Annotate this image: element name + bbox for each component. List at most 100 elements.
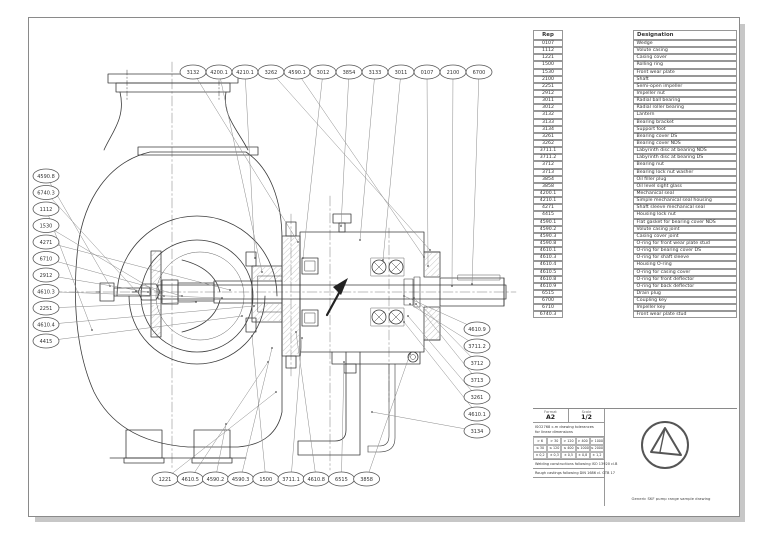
callout-4610.9: 4610.9 xyxy=(463,321,491,337)
svg-text:4200.1: 4200.1 xyxy=(210,70,228,76)
table-gap-column xyxy=(563,118,633,126)
callout-3262: 3262 xyxy=(257,64,285,80)
callout-3132: 3132 xyxy=(179,64,207,80)
table-row: 3262 Bearing cover NDS xyxy=(533,139,737,148)
part-designation: Mechanical seal xyxy=(633,189,737,198)
format-label: Format xyxy=(544,410,557,414)
table-row: 4415 Housing lock nut xyxy=(533,211,737,219)
part-designation: Drain plug xyxy=(633,289,737,298)
callout-3133: 3133 xyxy=(361,64,389,80)
scale-label: Scale xyxy=(581,410,592,414)
part-rep: 4271 xyxy=(533,204,563,212)
part-rep: 4590.8 xyxy=(533,239,563,248)
oil-pipe xyxy=(367,363,396,453)
part-designation: Bearing bracket xyxy=(633,118,737,126)
svg-text:4610.1: 4610.1 xyxy=(468,412,486,418)
callout-1500: 1500 xyxy=(252,471,280,487)
standard-line-2: Rough castings following DIN 1686 cl. GT… xyxy=(533,469,615,478)
part-designation: Bearing cover NDS xyxy=(633,139,737,148)
svg-text:3261: 3261 xyxy=(471,395,484,401)
part-designation: Housing lock nut xyxy=(633,211,737,219)
part-rep: 2251 xyxy=(533,82,563,90)
rep-column-header: Rep xyxy=(533,30,563,40)
callout-6710: 6710 xyxy=(32,251,60,266)
callout-4271: 4271 xyxy=(32,234,60,250)
bearings xyxy=(301,257,405,327)
part-rep: 4415 xyxy=(533,211,563,219)
callout-4610.3: 4610.3 xyxy=(32,284,60,299)
table-gap-column xyxy=(563,68,633,76)
table-gap-column xyxy=(563,311,633,319)
tolerance-cell: ± 0,2 xyxy=(533,451,548,459)
table-gap-column xyxy=(563,111,633,119)
svg-text:4590.2: 4590.2 xyxy=(207,477,225,483)
callout-4590.2: 4590.2 xyxy=(201,471,229,487)
part-designation: Bearing cover DS xyxy=(633,132,737,140)
part-rep: 4610.4 xyxy=(533,261,563,269)
part-designation: Impeller nut xyxy=(633,89,737,98)
part-rep: 0107 xyxy=(533,40,563,48)
table-gap-column xyxy=(563,125,633,133)
svg-text:4590.8: 4590.8 xyxy=(37,174,55,180)
tolerance-note-line2: for linear dimensions xyxy=(535,429,573,434)
part-designation: Lantern xyxy=(633,111,737,119)
part-designation: Front wear plate stud xyxy=(633,311,737,319)
table-gap-column xyxy=(563,247,633,255)
part-designation: Bearing lock nut washer xyxy=(633,168,737,176)
table-gap-column xyxy=(563,154,633,162)
format-value: A2 xyxy=(545,414,556,421)
tolerance-cell: ± 0,3 xyxy=(547,451,562,459)
svg-text:2912: 2912 xyxy=(40,273,53,279)
tolerance-cell: > 6 xyxy=(533,437,548,445)
svg-text:4610.5: 4610.5 xyxy=(181,477,199,483)
callout-3011: 3011 xyxy=(387,64,415,80)
svg-text:3711.1: 3711.1 xyxy=(282,477,300,483)
scale-cell: Scale 1/2 xyxy=(569,409,604,422)
callout-1221: 1221 xyxy=(151,471,179,487)
callout-4610.5: 4610.5 xyxy=(176,471,204,487)
callout-1530: 1530 xyxy=(32,218,60,233)
table-gap-column xyxy=(563,175,633,183)
part-rep: 4590.3 xyxy=(533,232,563,240)
part-designation: Volute casing joint xyxy=(633,225,737,233)
part-rep: 3858 xyxy=(533,182,563,190)
format-cell: Format A2 xyxy=(533,409,569,422)
tolerance-cell: > 1000 xyxy=(589,437,604,445)
svg-text:4590.3: 4590.3 xyxy=(232,477,250,483)
designation-column-header: Designation xyxy=(633,30,737,40)
callout-4610.1: 4610.1 xyxy=(463,406,491,422)
tolerance-cell: ≤ 400 xyxy=(561,444,576,452)
table-gap-column xyxy=(563,97,633,105)
table-gap-column xyxy=(563,132,633,140)
callout-4610.8: 4610.8 xyxy=(302,471,330,487)
svg-text:4610.8: 4610.8 xyxy=(307,477,325,483)
svg-text:4610.4: 4610.4 xyxy=(37,322,55,328)
table-gap-column xyxy=(563,61,633,69)
discharge-flange xyxy=(103,69,249,151)
part-designation: Radial ball bearing xyxy=(633,97,737,105)
tolerance-cell: ≤ 2000 xyxy=(589,444,604,452)
table-gap-column xyxy=(563,239,633,248)
rotation-arrow xyxy=(325,278,348,317)
callout-6515: 6515 xyxy=(327,471,355,487)
part-rep: 3262 xyxy=(533,139,563,148)
callout-4590.1: 4590.1 xyxy=(283,64,311,80)
